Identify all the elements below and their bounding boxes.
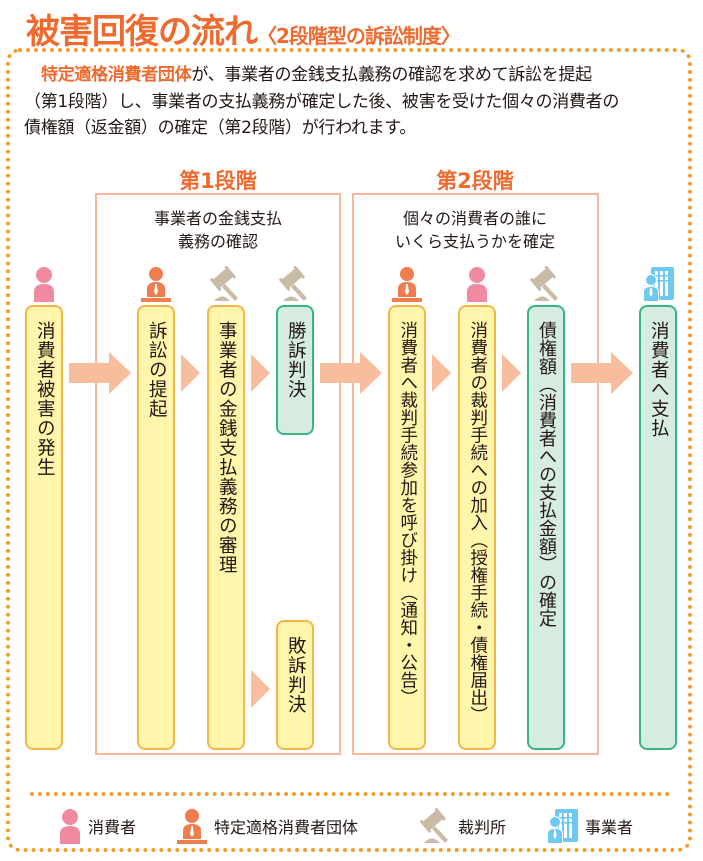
step-obligation-examination: 事業者の金銭支払義務の審理 <box>207 305 245 750</box>
step-losing-judgment: 敗訴判決 <box>276 620 314 750</box>
flow-arrow-small <box>181 354 200 392</box>
intro-line2: （第1段階）し、事業者の支払義務が確定した後、被害を受けた個々の消費者の <box>24 91 620 112</box>
intro-highlight: 特定適格消費者団体 <box>41 65 192 85</box>
stage2-description: 個々の消費者の誰に いくら支払うかを確定 <box>352 207 598 253</box>
legend-divider <box>30 792 670 796</box>
qualified-organization-icon <box>391 266 423 302</box>
step-text: 訴訟の提起 <box>146 321 168 419</box>
step-text: 敗訴判決 <box>285 636 307 714</box>
stage2-desc-line1: 個々の消費者の誰に <box>402 209 547 228</box>
consumer-icon <box>32 266 56 302</box>
court-icon <box>279 266 311 302</box>
intro-paragraph: 特定適格消費者団体が、事業者の金銭支払義務の確認を求めて訴訟を提起 （第1段階）… <box>24 62 684 142</box>
step-winning-judgment: 勝訴判決 <box>276 305 314 435</box>
stage1-desc-line1: 事業者の金銭支払 <box>153 209 282 228</box>
title-main: 被害回復の流れ <box>26 12 258 52</box>
qualified-organization-icon <box>176 808 208 844</box>
step-text: 債権額（消費者への支払金額）の確定 <box>536 321 557 627</box>
consumer-icon <box>58 808 82 844</box>
consumer-icon <box>465 266 489 302</box>
legend-item-court: 裁判所 <box>420 808 506 844</box>
intro-line1: が、事業者の金銭支払義務の確認を求めて訴訟を提起 <box>191 65 592 85</box>
step-consumer-joining: 消費者の裁判手続への加入（授権手続・債権届出） <box>458 305 496 750</box>
legend-item-consumer: 消費者 <box>58 808 136 844</box>
business-icon <box>641 266 675 302</box>
stage2-desc-line2: いくら支払うかを確定 <box>394 232 555 251</box>
step-participation-notice: 消費者へ裁判手続参加を呼び掛け（通知・公告） <box>388 305 426 750</box>
step-damage-occurrence: 消費者被害の発生 <box>25 305 63 750</box>
court-icon <box>420 808 452 844</box>
step-text: 消費者へ支払 <box>648 321 670 438</box>
stage1-desc-line2: 義務の確認 <box>177 232 258 251</box>
legend-item-qualified-organization: 特定適格消費者団体 <box>176 808 358 844</box>
step-text: 消費者の裁判手続への加入（授権手続・債権届出） <box>467 321 488 724</box>
stage2-title: 第2段階 <box>436 169 514 193</box>
step-claim-determination: 債権額（消費者への支払金額）の確定 <box>527 305 565 750</box>
outer-dotted-frame <box>6 48 692 852</box>
stage2-box <box>352 193 599 755</box>
step-text: 事業者の金銭支払義務の審理 <box>216 321 238 575</box>
legend-label: 特定適格消費者団体 <box>214 818 359 837</box>
stage1-box <box>95 193 341 755</box>
legend-label: 裁判所 <box>458 818 507 837</box>
step-payment-to-consumer: 消費者へ支払 <box>639 305 677 750</box>
title-sub: 〈2段階型の訴訟制度〉 <box>257 24 461 48</box>
flow-arrow-small <box>251 354 270 392</box>
stage1-title: 第1段階 <box>179 169 257 193</box>
legend-item-business: 事業者 <box>545 808 633 844</box>
step-text: 消費者へ裁判手続参加を呼び掛け（通知・公告） <box>397 321 418 706</box>
step-text: 勝訴判決 <box>285 321 307 399</box>
step-lawsuit-filing: 訴訟の提起 <box>137 305 175 750</box>
legend-label: 消費者 <box>88 818 137 837</box>
legend-label: 事業者 <box>585 818 634 837</box>
flow-arrow-small <box>502 354 521 392</box>
business-icon <box>545 808 579 844</box>
step-text: 消費者被害の発生 <box>34 321 56 477</box>
court-icon <box>210 266 242 302</box>
court-icon <box>530 266 562 302</box>
qualified-organization-icon <box>140 266 172 302</box>
flow-arrow-large <box>571 352 633 394</box>
flow-arrow-large <box>320 352 382 394</box>
page-title: 被害回復の流れ〈2段階型の訴訟制度〉 <box>26 4 461 53</box>
flow-arrow-small <box>251 670 270 708</box>
intro-line3: 債権額（返金額）の確定（第2段階）が行われます。 <box>24 118 417 138</box>
stage1-description: 事業者の金銭支払 義務の確認 <box>96 207 340 253</box>
flow-arrow-small <box>432 354 451 392</box>
flow-arrow-large <box>69 352 131 394</box>
